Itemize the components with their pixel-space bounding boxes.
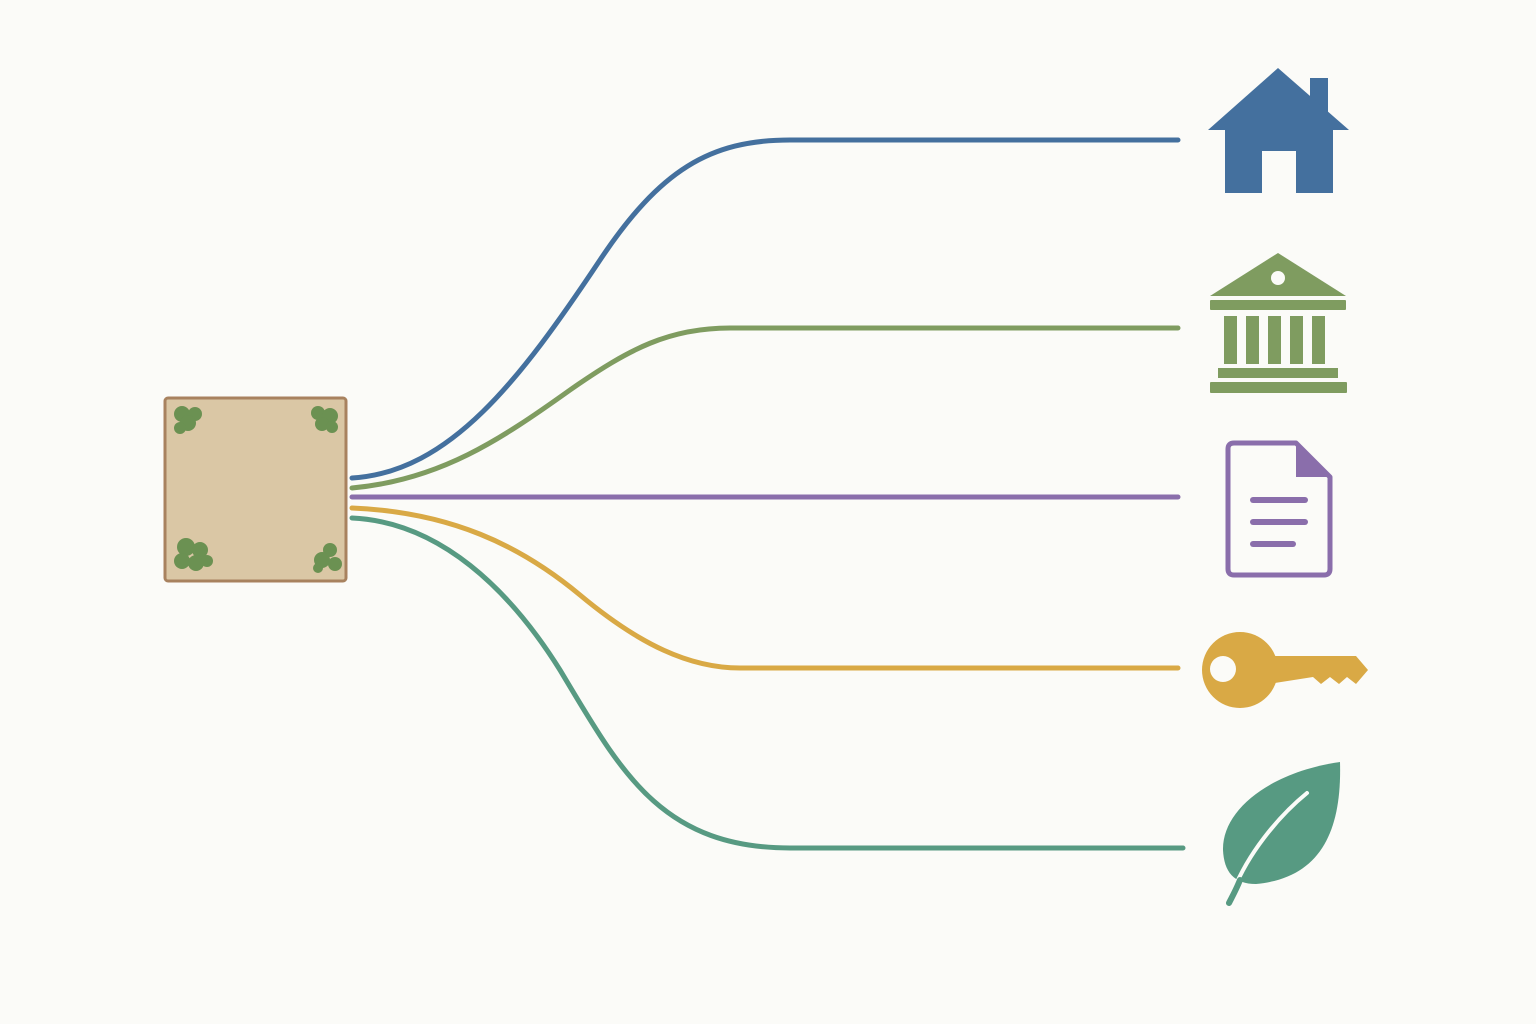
connector-lines [349, 137, 1186, 851]
tree-cluster-top-left [174, 406, 202, 434]
connector-access [349, 505, 1181, 671]
connector-nature [349, 515, 1186, 851]
connector-home [349, 137, 1181, 481]
key-icon [1202, 632, 1368, 708]
tree-cluster-top-right [311, 406, 338, 433]
house-icon [1208, 68, 1349, 193]
tree-clusters [174, 406, 342, 573]
tree-cluster-bottom-right [313, 543, 342, 573]
land-parcel-icon [163, 396, 348, 583]
tree-cluster-bottom-left [174, 538, 213, 571]
bank-icon [1210, 253, 1347, 393]
connector-institution [349, 325, 1181, 491]
document-icon [1225, 440, 1333, 578]
leaf-icon [1222, 762, 1341, 906]
